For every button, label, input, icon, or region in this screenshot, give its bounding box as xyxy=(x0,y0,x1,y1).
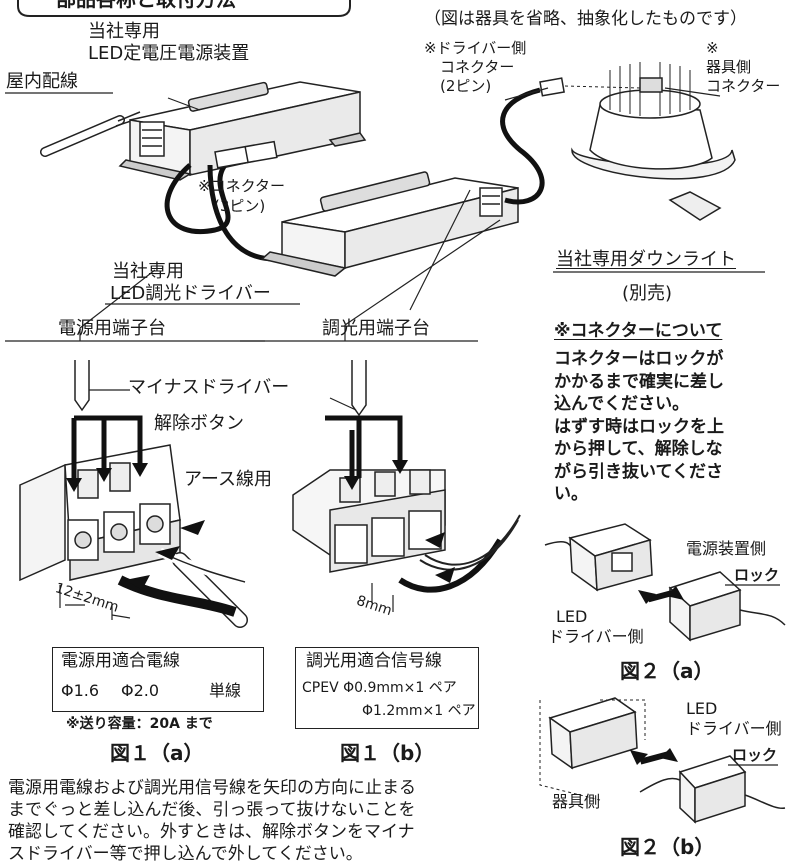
signal-wire-spec-line2: Φ1.2mm×1 ペア xyxy=(362,703,476,719)
release-button-label: 解除ボタン xyxy=(154,413,244,434)
fixture-connector-label-line2: 器具側 xyxy=(706,58,752,76)
fig2b-driver-side-line2: ドライバー側 xyxy=(686,719,782,738)
downlight-label: 当社専用ダウンライト xyxy=(556,249,736,270)
sold-separately-label: (別売) xyxy=(622,283,673,304)
downlight xyxy=(571,62,736,221)
power-cable xyxy=(164,155,241,234)
fig2a-caption: 図２（a） xyxy=(620,659,714,683)
fig2a-connector xyxy=(544,523,786,642)
connector-3pin xyxy=(214,140,278,169)
fixture-connector-label-line3: コネクター xyxy=(706,77,781,95)
connector-note-line: 込んでください。 xyxy=(554,394,690,414)
indoor-wiring-label: 屋内配線 xyxy=(6,71,78,92)
instruction-line: 確認してください。外すときは、解除ボタンをマイナ xyxy=(8,822,415,842)
fig2b-caption: 図２（b） xyxy=(620,835,715,859)
driver-connector-label-line1: ※ドライバー側 xyxy=(424,39,527,57)
fig2b-driver-side-line1: LED xyxy=(686,699,718,718)
power-wire-size-2: Φ2.0 xyxy=(121,681,160,700)
connector-note-line: から押して、解除しな xyxy=(554,439,723,459)
power-wire-spec-box: 電源用適合電線 Φ1.6 Φ2.0 単線 xyxy=(52,647,264,712)
connector-note-heading: ※コネクターについて xyxy=(554,321,723,341)
power-terminal-label: 電源用端子台 xyxy=(58,318,166,339)
fig2a-driver-side-line2: ドライバー側 xyxy=(548,627,644,646)
screwdrivers xyxy=(74,360,367,417)
connector-3pin-label-line1: ※コネクター xyxy=(198,177,285,195)
power-wire-spec-title: 電源用適合電線 xyxy=(61,651,180,671)
connector-2pin xyxy=(539,77,565,97)
driver-label-line2: LED調光ドライバー xyxy=(110,283,271,304)
power-terminal-block xyxy=(19,444,181,582)
instruction-line: までぐっと差し込んだ後、引っ張って抜けないことを xyxy=(8,800,416,820)
dimming-terminal-label: 調光用端子台 xyxy=(322,318,430,339)
power-unit-label-line2: LED定電圧電源装置 xyxy=(88,43,250,64)
earth-wire-label: アース線用 xyxy=(184,469,273,490)
power-capacity-note: ※送り容量：20A まで xyxy=(66,716,213,732)
fig2b-arrows xyxy=(630,748,678,765)
section-title-tab xyxy=(17,0,351,17)
leader-lines xyxy=(5,87,765,342)
connector-note-line: コネクターはロックが xyxy=(554,349,724,369)
led-dimming-driver xyxy=(260,171,519,277)
fig1a-caption: 図１（a） xyxy=(110,741,204,765)
push-arrows-a xyxy=(71,415,143,480)
power-wire-size-1: Φ1.6 xyxy=(61,681,100,700)
section-title: 部品各称と取付方法 xyxy=(56,0,236,11)
signal-wire-spec-box: 調光用適合信号線 CPEV Φ0.9mm×1 ペア Φ1.2mm×1 ペア xyxy=(295,647,479,729)
connector-note-body: コネクターはロックが かかるまで確実に差し 込んでください。 はずす時はロックを… xyxy=(554,348,724,506)
fixture-side-label: 器具側 xyxy=(552,792,601,811)
signal-wire-spec-line1: CPEV Φ0.9mm×1 ペア xyxy=(302,680,457,696)
connector-note-line: がら引き抜いてくださ xyxy=(554,461,723,482)
driver-label-line1: 当社専用 xyxy=(112,261,184,282)
fig1b-caption: 図１（b） xyxy=(340,741,435,765)
fig2b-lock-label: ロック xyxy=(732,746,778,764)
driver-to-light-cable xyxy=(500,87,545,205)
power-wire-type: 単線 xyxy=(209,681,242,700)
connector-note-line: い。 xyxy=(554,484,588,504)
figure-caption: （図は器具を省略、抽象化したものです） xyxy=(424,9,747,29)
fixture-connector-label-line1: ※ xyxy=(706,39,719,57)
fig2a-driver-side-line1: LED xyxy=(556,607,588,626)
power-supply-side-label: 電源装置側 xyxy=(686,539,767,558)
connector-note-line: はずす時はロックを上 xyxy=(554,416,724,437)
instruction-line: 電源用電線および調光用信号線を矢印の方向に止まる xyxy=(8,778,416,798)
fig2a-arrows xyxy=(638,586,684,604)
fig2a-lock-label: ロック xyxy=(734,566,780,584)
power-supply-unit xyxy=(118,81,367,181)
indoor-wiring-cable xyxy=(40,111,141,157)
dimming-terminal-block xyxy=(292,469,446,573)
push-arrows-b xyxy=(325,415,403,478)
instruction-line: スドライバー等で押し込んで外してください。 xyxy=(8,844,363,864)
signal-wire-spec-title: 調光用適合信号線 xyxy=(306,651,442,671)
signal-wires xyxy=(398,514,521,593)
fig2b-connector xyxy=(548,697,786,824)
driver-connector-label-line2: コネクター xyxy=(440,58,515,76)
connector-note-line: かかるまで確実に差し xyxy=(554,371,724,392)
connector-3pin-label-line2: (3ピン) xyxy=(214,197,266,215)
power-unit-label-line1: 当社専用 xyxy=(88,21,160,42)
driver-connector-label-line3: (2ピン) xyxy=(440,77,492,95)
screwdriver-label: マイナスドライバー xyxy=(128,377,290,398)
